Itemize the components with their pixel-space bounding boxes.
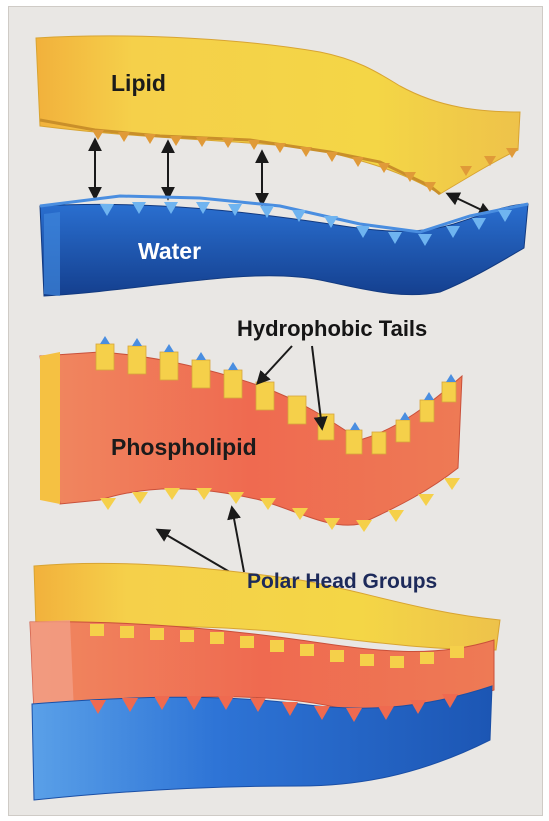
pointer-arrow-icon (232, 508, 244, 572)
assembled-bilayer (30, 563, 500, 800)
lipid-label: Lipid (111, 70, 166, 97)
water-layer (40, 196, 528, 296)
pointer-arrow-icon (258, 346, 292, 383)
polar-head-groups-label: Polar Head Groups (247, 570, 437, 594)
double-headed-arrow-icon (448, 194, 490, 214)
water-label: Water (138, 238, 201, 265)
lipid-layer (36, 36, 520, 194)
phospholipid-label: Phospholipid (111, 434, 257, 461)
hydrophobic-tails-label: Hydrophobic Tails (237, 316, 427, 342)
